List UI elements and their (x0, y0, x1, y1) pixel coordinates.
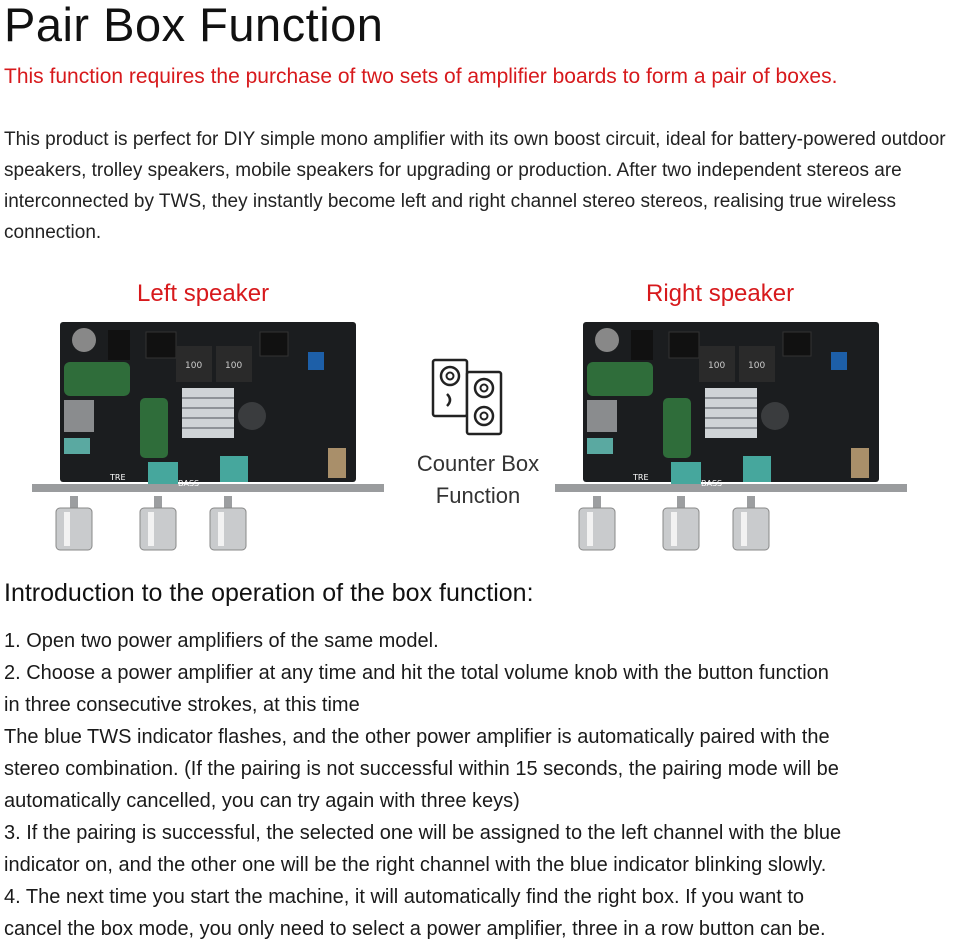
tre-label: TRE (109, 473, 126, 482)
knob-icon (55, 496, 93, 551)
knob-icon (209, 496, 247, 551)
step-line: 1. Open two power amplifiers of the same… (4, 630, 439, 652)
center-label-line2: Function (435, 483, 521, 508)
knob-icon (732, 496, 770, 551)
purchase-note: This function requires the purchase of t… (4, 65, 838, 88)
step-line: 2. Choose a power amplifier at any time … (4, 662, 829, 684)
step-line: The blue TWS indicator flashes, and the … (4, 726, 830, 748)
knob-icon (578, 496, 616, 551)
step-line: automatically cancelled, you can try aga… (4, 790, 520, 812)
product-description: This product is perfect for DIY simple m… (4, 129, 946, 243)
left-amplifier-board-image: 100 100 TRE BASS (32, 322, 384, 551)
speaker-pair-icon (431, 358, 503, 436)
page-title: Pair Box Function (4, 0, 384, 51)
right-speaker-label: Right speaker (646, 280, 795, 307)
inductor-marking: 100 (708, 361, 725, 371)
inductor-marking: 100 (748, 361, 765, 371)
right-amplifier-board-image: 100 100 TRE BASS (555, 322, 907, 551)
step-line: in three consecutive strokes, at this ti… (4, 694, 360, 716)
bass-label: BASS (178, 479, 199, 488)
tre-label: TRE (632, 473, 649, 482)
step-line: indicator on, and the other one will be … (4, 854, 827, 876)
step-line: stereo combination. (If the pairing is n… (4, 758, 839, 780)
instruction-steps: 1. Open two power amplifiers of the same… (4, 625, 954, 945)
step-line: 3. If the pairing is successful, the sel… (4, 822, 842, 844)
bass-label: BASS (701, 479, 722, 488)
knob-icon (662, 496, 700, 551)
knob-icon (139, 496, 177, 551)
left-speaker-label: Left speaker (137, 280, 270, 307)
step-line: cancel the box mode, you only need to se… (4, 918, 826, 940)
counter-box-function-label: Counter Box Function (400, 448, 556, 512)
inductor-marking: 100 (225, 361, 242, 371)
inductor-marking: 100 (185, 361, 202, 371)
center-label-line1: Counter Box (416, 451, 540, 476)
step-line: 4. The next time you start the machine, … (4, 886, 805, 908)
intro-heading: Introduction to the operation of the box… (4, 579, 534, 607)
